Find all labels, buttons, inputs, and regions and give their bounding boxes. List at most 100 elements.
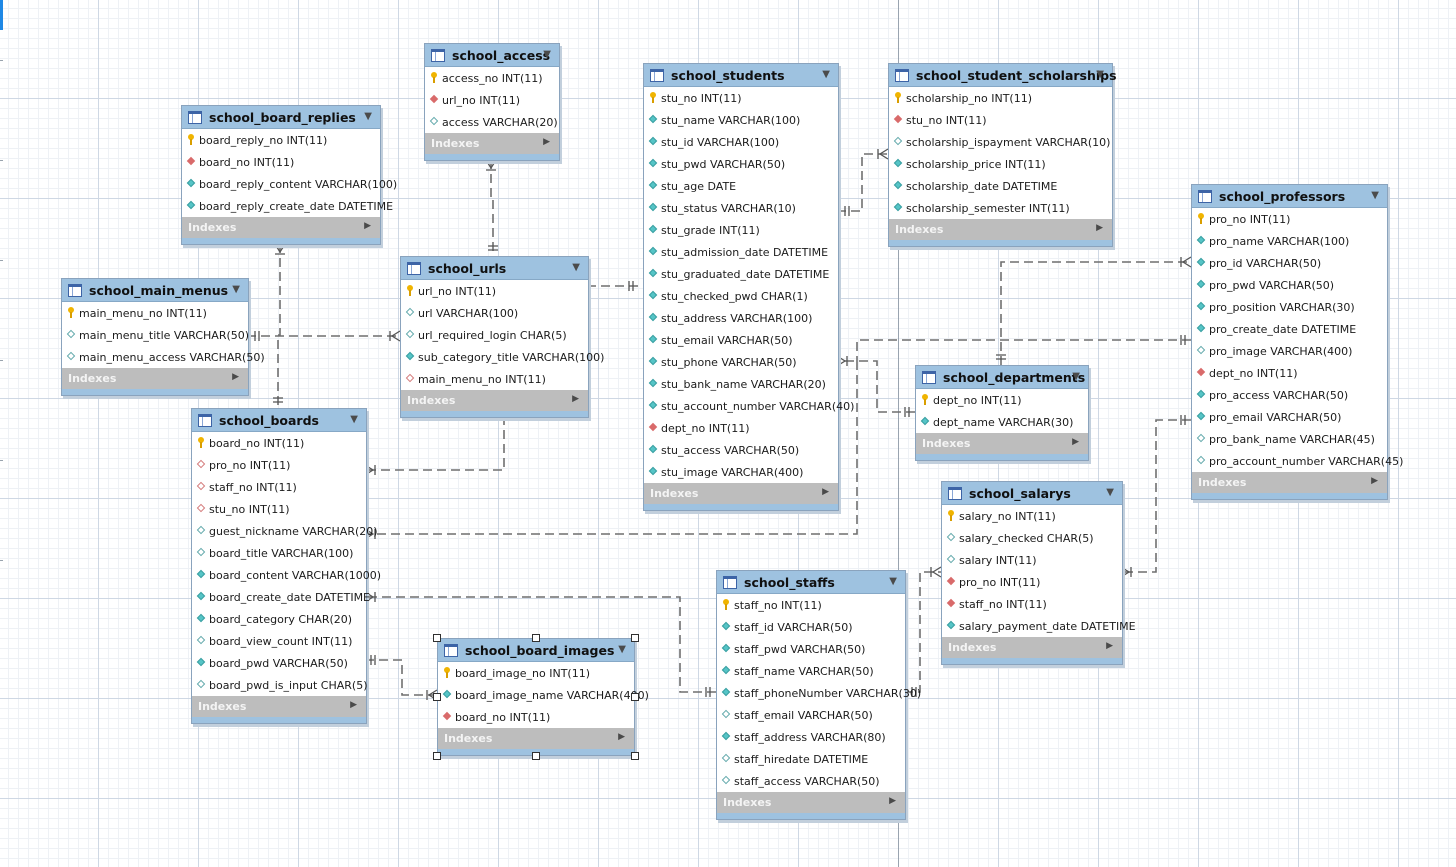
- column-row[interactable]: access VARCHAR(20): [425, 111, 559, 133]
- column-row[interactable]: pro_create_date DATETIME: [1192, 318, 1387, 340]
- column-row[interactable]: board_image_name VARCHAR(400): [438, 684, 649, 706]
- column-row[interactable]: board_create_date DATETIME: [192, 586, 370, 608]
- column-row[interactable]: stu_no INT(11): [644, 87, 838, 109]
- column-row[interactable]: stu_account_number VARCHAR(40): [644, 395, 854, 417]
- column-row[interactable]: stu_email VARCHAR(50): [644, 329, 838, 351]
- table-header[interactable]: school_salarys▼: [942, 482, 1122, 505]
- column-row[interactable]: guest_nickname VARCHAR(20): [192, 520, 378, 542]
- column-row[interactable]: pro_no INT(11): [1192, 208, 1387, 230]
- column-row[interactable]: board_reply_content VARCHAR(100): [182, 173, 397, 195]
- column-row[interactable]: dept_no INT(11): [1192, 362, 1387, 384]
- column-row[interactable]: board_reply_no INT(11): [182, 129, 380, 151]
- column-row[interactable]: salary_checked CHAR(5): [942, 527, 1122, 549]
- column-row[interactable]: scholarship_semester INT(11): [889, 197, 1112, 219]
- indexes-section[interactable]: Indexes▶: [644, 483, 838, 504]
- column-row[interactable]: board_view_count INT(11): [192, 630, 366, 652]
- collapse-arrow-icon[interactable]: ▼: [1072, 371, 1080, 382]
- table-school-staffs[interactable]: school_staffs▼staff_no INT(11)staff_id V…: [716, 570, 921, 820]
- column-row[interactable]: stu_name VARCHAR(100): [644, 109, 838, 131]
- indexes-section[interactable]: Indexes▶: [889, 219, 1112, 240]
- table-header[interactable]: school_access▼: [425, 44, 559, 67]
- column-row[interactable]: dept_no INT(11): [644, 417, 838, 439]
- expand-arrow-icon[interactable]: ▶: [1371, 476, 1378, 486]
- expand-arrow-icon[interactable]: ▶: [1106, 641, 1113, 651]
- column-row[interactable]: dept_name VARCHAR(30): [916, 411, 1088, 433]
- table-header[interactable]: school_professors▼: [1192, 185, 1387, 208]
- selection-handle[interactable]: [631, 752, 639, 760]
- column-row[interactable]: board_image_no INT(11): [438, 662, 634, 684]
- column-row[interactable]: staff_no INT(11): [942, 593, 1122, 615]
- collapse-arrow-icon[interactable]: ▼: [822, 69, 830, 80]
- column-row[interactable]: url_no INT(11): [401, 280, 588, 302]
- column-row[interactable]: staff_hiredate DATETIME: [717, 748, 905, 770]
- expand-arrow-icon[interactable]: ▶: [1072, 437, 1079, 447]
- column-row[interactable]: staff_no INT(11): [192, 476, 366, 498]
- column-row[interactable]: stu_status VARCHAR(10): [644, 197, 838, 219]
- column-row[interactable]: stu_pwd VARCHAR(50): [644, 153, 838, 175]
- table-header[interactable]: school_board_images▼: [438, 639, 634, 662]
- column-row[interactable]: board_reply_create_date DATETIME: [182, 195, 393, 217]
- column-row[interactable]: salary INT(11): [942, 549, 1122, 571]
- column-row[interactable]: stu_access VARCHAR(50): [644, 439, 838, 461]
- table-school-main-menus[interactable]: school_main_menus▼main_menu_no INT(11)ma…: [61, 278, 265, 396]
- table-header[interactable]: school_departments▼: [916, 366, 1088, 389]
- table-school-urls[interactable]: school_urls▼url_no INT(11)url VARCHAR(10…: [400, 256, 604, 418]
- column-row[interactable]: pro_image VARCHAR(400): [1192, 340, 1387, 362]
- collapse-arrow-icon[interactable]: ▼: [1371, 190, 1379, 201]
- table-header[interactable]: school_staffs▼: [717, 571, 905, 594]
- expand-arrow-icon[interactable]: ▶: [1096, 223, 1103, 233]
- column-row[interactable]: staff_email VARCHAR(50): [717, 704, 905, 726]
- collapse-arrow-icon[interactable]: ▼: [543, 49, 551, 60]
- column-row[interactable]: url_no INT(11): [425, 89, 559, 111]
- table-school-boards[interactable]: school_boards▼board_no INT(11)pro_no INT…: [191, 408, 381, 724]
- selection-handle[interactable]: [631, 693, 639, 701]
- column-row[interactable]: pro_id VARCHAR(50): [1192, 252, 1387, 274]
- column-row[interactable]: stu_id VARCHAR(100): [644, 131, 838, 153]
- table-school-salarys[interactable]: school_salarys▼salary_no INT(11)salary_c…: [941, 481, 1136, 665]
- selection-handle[interactable]: [532, 752, 540, 760]
- column-row[interactable]: board_pwd VARCHAR(50): [192, 652, 366, 674]
- expand-arrow-icon[interactable]: ▶: [364, 221, 371, 231]
- indexes-section[interactable]: Indexes▶: [182, 217, 380, 238]
- column-row[interactable]: pro_name VARCHAR(100): [1192, 230, 1387, 252]
- expand-arrow-icon[interactable]: ▶: [543, 137, 550, 147]
- column-row[interactable]: staff_no INT(11): [717, 594, 905, 616]
- column-row[interactable]: board_title VARCHAR(100): [192, 542, 366, 564]
- column-row[interactable]: dept_no INT(11): [916, 389, 1088, 411]
- column-row[interactable]: staff_pwd VARCHAR(50): [717, 638, 905, 660]
- column-row[interactable]: salary_payment_date DATETIME: [942, 615, 1136, 637]
- column-row[interactable]: stu_no INT(11): [192, 498, 366, 520]
- indexes-section[interactable]: Indexes▶: [1192, 472, 1387, 493]
- column-row[interactable]: url_required_login CHAR(5): [401, 324, 588, 346]
- column-row[interactable]: main_menu_no INT(11): [62, 302, 248, 324]
- column-row[interactable]: board_no INT(11): [438, 706, 634, 728]
- column-row[interactable]: scholarship_price INT(11): [889, 153, 1112, 175]
- column-row[interactable]: main_menu_title VARCHAR(50): [62, 324, 249, 346]
- column-row[interactable]: staff_phoneNumber VARCHAR(30): [717, 682, 921, 704]
- column-row[interactable]: pro_pwd VARCHAR(50): [1192, 274, 1387, 296]
- collapse-arrow-icon[interactable]: ▼: [618, 644, 626, 655]
- column-row[interactable]: pro_access VARCHAR(50): [1192, 384, 1387, 406]
- column-row[interactable]: salary_no INT(11): [942, 505, 1122, 527]
- column-row[interactable]: url VARCHAR(100): [401, 302, 588, 324]
- table-school-departments[interactable]: school_departments▼dept_no INT(11)dept_n…: [915, 365, 1089, 461]
- indexes-section[interactable]: Indexes▶: [717, 792, 905, 813]
- column-row[interactable]: pro_no INT(11): [192, 454, 366, 476]
- expand-arrow-icon[interactable]: ▶: [232, 372, 239, 382]
- collapse-arrow-icon[interactable]: ▼: [232, 284, 240, 295]
- indexes-section[interactable]: Indexes▶: [438, 728, 634, 749]
- column-row[interactable]: board_category CHAR(20): [192, 608, 366, 630]
- table-school-board-images[interactable]: school_board_images▼board_image_no INT(1…: [437, 638, 649, 756]
- column-row[interactable]: scholarship_no INT(11): [889, 87, 1112, 109]
- table-header[interactable]: school_students▼: [644, 64, 838, 87]
- column-row[interactable]: staff_id VARCHAR(50): [717, 616, 905, 638]
- column-row[interactable]: stu_age DATE: [644, 175, 838, 197]
- expand-arrow-icon[interactable]: ▶: [350, 700, 357, 710]
- column-row[interactable]: pro_bank_name VARCHAR(45): [1192, 428, 1387, 450]
- indexes-section[interactable]: Indexes▶: [942, 637, 1122, 658]
- table-school-professors[interactable]: school_professors▼pro_no INT(11)pro_name…: [1191, 184, 1403, 500]
- column-row[interactable]: pro_account_number VARCHAR(45): [1192, 450, 1403, 472]
- column-row[interactable]: stu_grade INT(11): [644, 219, 838, 241]
- column-row[interactable]: stu_checked_pwd CHAR(1): [644, 285, 838, 307]
- expand-arrow-icon[interactable]: ▶: [618, 732, 625, 742]
